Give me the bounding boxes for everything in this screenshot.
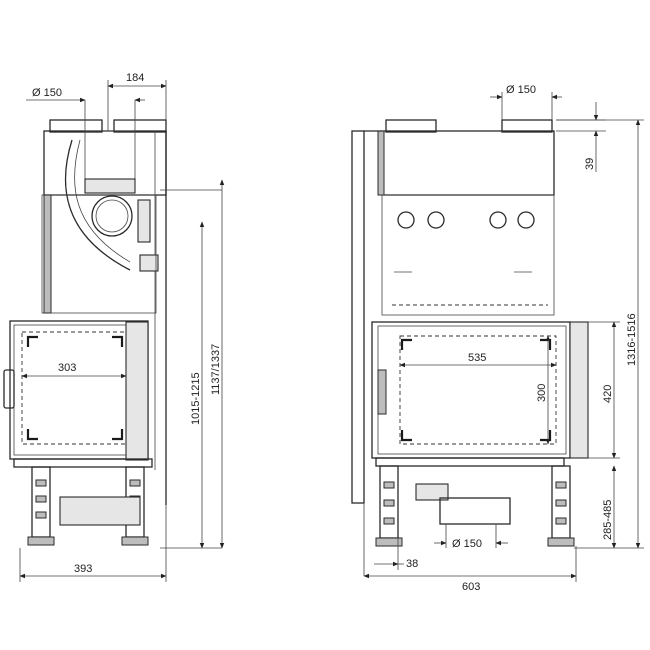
dim-left-height-a: 1015-1215	[190, 372, 202, 425]
dim-left-width: 393	[74, 563, 92, 575]
flue-throat	[84, 178, 136, 194]
air-hole-4	[517, 211, 535, 229]
flue-collar-right	[113, 119, 167, 133]
front-hood	[381, 130, 555, 196]
air-hole-2	[427, 211, 445, 229]
dim-left-flue-diameter: Ø 150	[32, 87, 62, 99]
dim-right-total-height: 1316-1516	[626, 313, 638, 366]
front-door-handle	[377, 369, 387, 415]
left-view: Ø 150 184 303 1015-1215 1137/1337 393	[3, 72, 225, 582]
baffle-curve	[64, 139, 131, 271]
air-duct	[59, 496, 141, 526]
front-mid-body	[381, 194, 555, 316]
glass-area	[21, 331, 127, 445]
air-hole-1	[397, 211, 415, 229]
convection-opening	[91, 195, 133, 237]
front-glass-area	[399, 335, 557, 445]
dim-right-width: 603	[462, 581, 480, 593]
flue-collar-b	[501, 119, 553, 133]
dim-right-window-height: 300	[536, 384, 548, 402]
dim-right-top-offset: 39	[584, 158, 596, 170]
right-view: Ø 150 39 535 300 420 1316-1516 285-485 Ø…	[351, 84, 644, 593]
flue-collar-a	[385, 119, 437, 133]
dim-right-air-inlet: Ø 150	[452, 538, 482, 550]
dim-left-flue-offset: 184	[126, 72, 144, 84]
dim-right-leg-offset: 38	[406, 558, 418, 570]
dim-right-opening-height: 420	[602, 385, 614, 403]
front-base	[375, 457, 565, 467]
side-panel	[351, 130, 365, 504]
front-air-box	[439, 497, 511, 525]
mid-body	[41, 194, 157, 314]
flue-collar-left	[49, 119, 103, 133]
dim-left-window-width: 303	[58, 362, 76, 374]
door-handle	[3, 369, 15, 409]
dim-left-height-b: 1137/1337	[210, 344, 222, 395]
base-plate	[13, 458, 153, 468]
air-hole-3	[489, 211, 507, 229]
dim-right-base-height: 285-485	[602, 500, 614, 540]
dim-right-window-width: 535	[468, 352, 486, 364]
dim-right-flue-diameter: Ø 150	[506, 84, 536, 96]
